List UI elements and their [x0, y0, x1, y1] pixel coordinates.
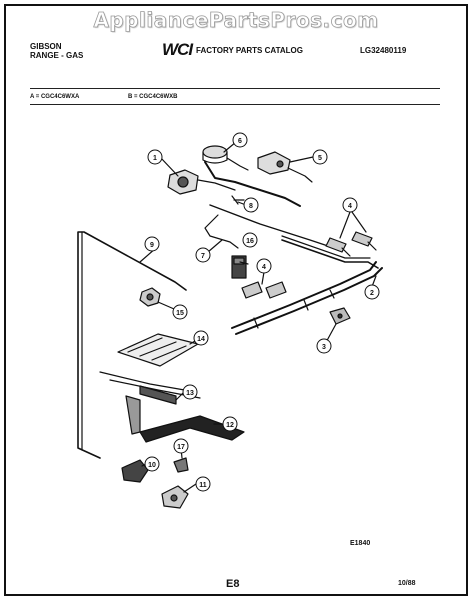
- callout-16: 16: [246, 238, 254, 245]
- callout-circle-4-center: [256, 258, 272, 274]
- leader-1: [159, 156, 179, 177]
- model-b-label: B = CGC4C6WXB: [128, 94, 178, 100]
- part-valve-1: [167, 169, 236, 195]
- part-pin-8: [231, 195, 245, 205]
- watermark: AppliancePartsPros.com: [93, 8, 379, 33]
- callout-circle-11: [195, 476, 211, 492]
- part-bracket-10: [121, 459, 149, 483]
- revision-date: 10/88: [398, 580, 416, 587]
- leader-4-center: [261, 271, 265, 285]
- callout-circle-1: [147, 149, 163, 165]
- callout-circle-10: [144, 456, 160, 472]
- callout-4-right: 4: [348, 203, 352, 210]
- wci-logo: WCI: [162, 40, 193, 59]
- callout-circle-15: [172, 304, 188, 320]
- catalog-page: [4, 4, 468, 596]
- callout-3: 3: [322, 344, 326, 351]
- part-bracket-3: [329, 307, 351, 325]
- leader-4-right: [339, 211, 367, 239]
- catalog-title: FACTORY PARTS CATALOG: [196, 46, 303, 55]
- callout-1: 1: [153, 155, 157, 162]
- callout-circle-13: [182, 384, 198, 400]
- callout-9: 9: [150, 242, 154, 249]
- callout-17: 17: [177, 444, 185, 451]
- part-manifold-2: [231, 235, 383, 335]
- callout-circle-17: [173, 438, 189, 454]
- callout-circle-9: [144, 236, 160, 252]
- part-burner-6: [202, 145, 301, 207]
- callout-circle-4-right: [342, 197, 358, 213]
- callout-circle-12: [222, 416, 238, 432]
- callout-4-center: 4: [262, 264, 266, 271]
- part-fitting-5: [257, 151, 313, 183]
- callout-7: 7: [201, 253, 205, 260]
- callout-8: 8: [249, 203, 253, 210]
- callout-11: 11: [199, 482, 207, 489]
- callout-circle-16: [242, 232, 258, 248]
- part-clip-17: [173, 457, 189, 473]
- figure-code: E1840: [350, 540, 371, 547]
- brand-block: GIBSON RANGE - GAS: [30, 42, 83, 60]
- callout-circle-5: [312, 149, 328, 165]
- callout-13: 13: [186, 390, 194, 397]
- product-type: RANGE - GAS: [30, 51, 84, 60]
- part-igniter-16: [204, 214, 247, 279]
- header-rule: [30, 88, 440, 89]
- catalog-number: LG32480119: [360, 46, 407, 55]
- leader-11: [183, 483, 197, 493]
- model-a-label: A = CGC4C6WXA: [30, 94, 80, 100]
- callout-circle-6: [232, 132, 248, 148]
- leader-7: [207, 239, 223, 253]
- page-number: E8: [226, 578, 240, 590]
- callout-14: 14: [197, 336, 205, 343]
- callout-circle-2: [364, 284, 380, 300]
- callout-circle-14: [193, 330, 209, 346]
- model-rule: [30, 104, 440, 105]
- callout-6: 6: [238, 138, 242, 145]
- leader-16: [239, 261, 249, 265]
- part-valves-4-right: [325, 231, 377, 257]
- callout-10: 10: [148, 462, 156, 469]
- callout-5: 5: [318, 155, 322, 162]
- callout-circle-7: [195, 247, 211, 263]
- callout-15: 15: [176, 310, 184, 317]
- callout-12: 12: [226, 422, 234, 429]
- part-burner-plate-14: [117, 333, 199, 367]
- callout-2: 2: [370, 290, 374, 297]
- callout-circle-3: [316, 338, 332, 354]
- part-bar-12: [139, 415, 245, 443]
- callout-circle-8: [243, 197, 259, 213]
- part-nut-15: [139, 287, 161, 307]
- brand-name: GIBSON: [30, 42, 62, 51]
- part-burner-13: [99, 371, 201, 435]
- part-valves-4-center: [241, 281, 287, 299]
- leader-5: [289, 156, 314, 163]
- part-igniter-11: [161, 485, 189, 509]
- gas-tube-main: [209, 204, 341, 251]
